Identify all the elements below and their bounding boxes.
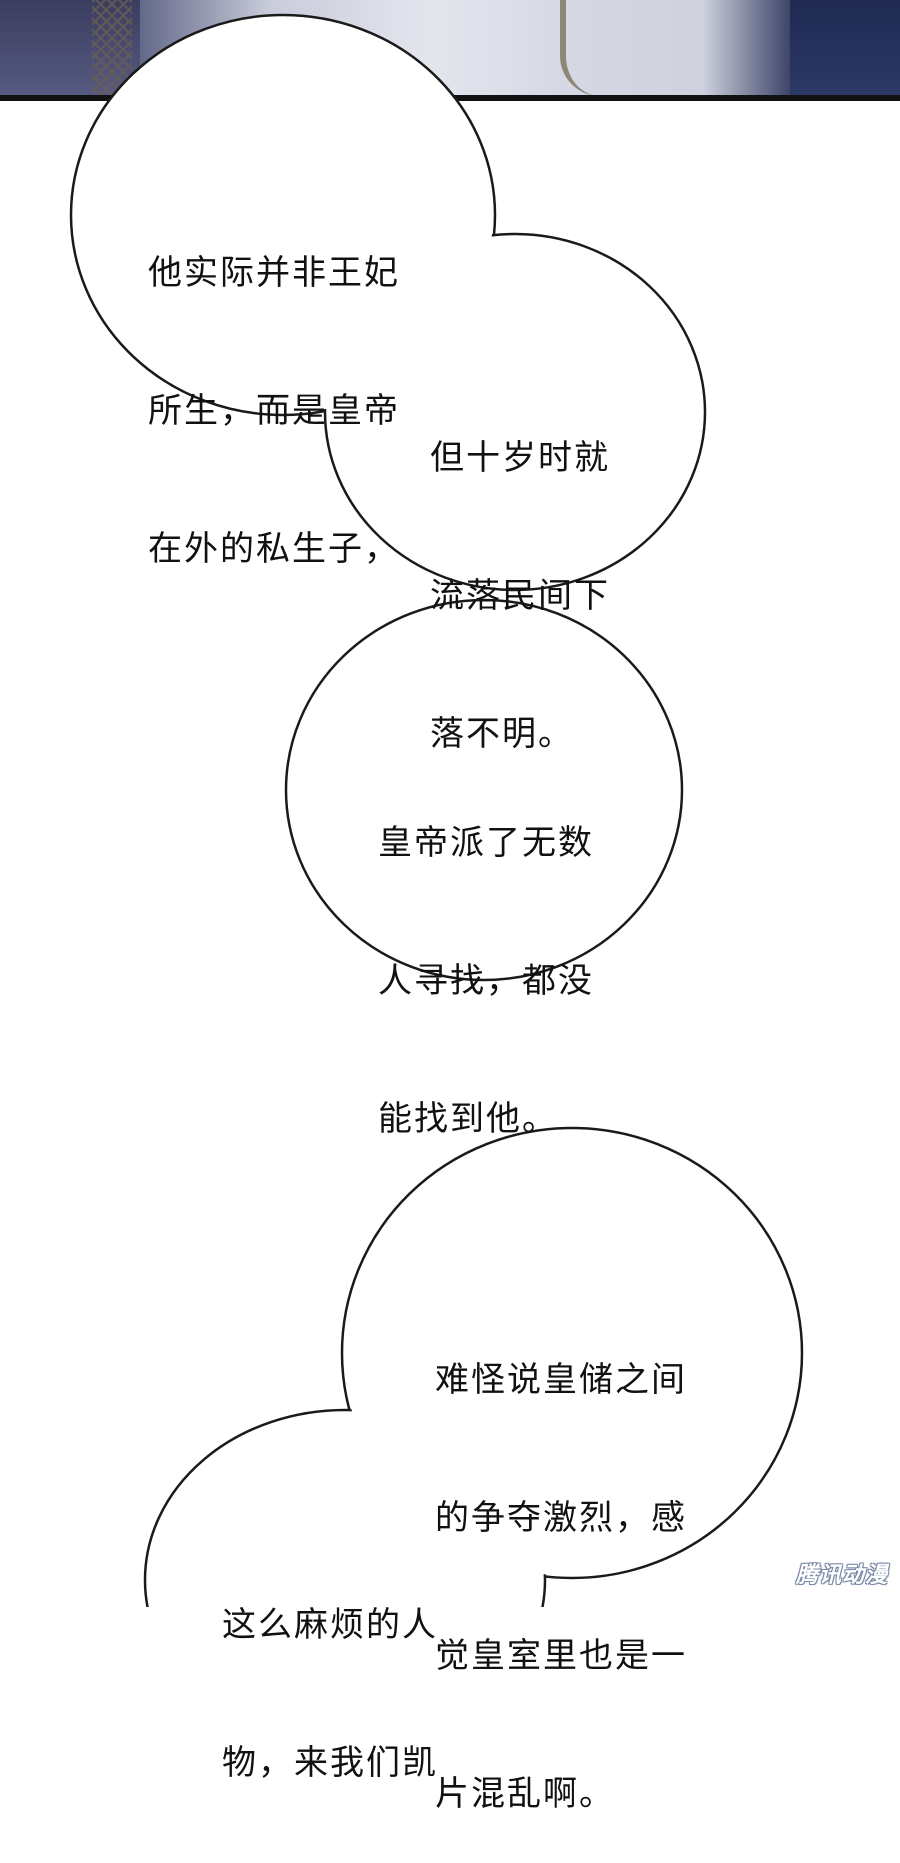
bubble-1-line-2: 所生，而是皇帝 [148,391,400,431]
bubble-3-line-3: 能找到他。 [378,1099,558,1139]
bubble-4-line-1: 难怪说皇储之间 [435,1360,687,1400]
bubble-4-text: 难怪说皇储之间 的争夺激烈，感 觉皇室里也是一 片混乱啊。 [435,1265,687,1863]
bubble-1-line-3: 在外的私生子， [148,529,400,569]
bubble-3-text: 皇帝派了无数 人寻找，都没 能找到他。 [378,728,594,1188]
bubble-5-line-2: 物，来我们凯 [222,1743,438,1783]
hair-curl-art [560,0,606,96]
bubble-1-text: 他实际并非王妃 所生，而是皇帝 在外的私生子， [148,158,400,618]
bubble-4-line-4: 片混乱啊。 [435,1774,615,1814]
bubble-4-line-3: 觉皇室里也是一 [435,1636,687,1676]
bubble-5-text: 这么麻烦的人 物，来我们凯 [222,1510,438,1832]
bubble-2-line-3: 落不明。 [430,714,574,754]
bubble-1-line-1: 他实际并非王妃 [148,253,400,293]
watermark-logo: 腾讯动漫 [795,1563,888,1588]
speech-bubble-3 [284,598,684,982]
bubble-2-line-1: 但十岁时就 [430,438,610,478]
speech-bubbles-layer [69,13,804,1607]
bubble-2-text: 但十岁时就 流落民间下 落不明。 [430,343,610,803]
bubble-5-line-1: 这么麻烦的人 [222,1605,438,1645]
bubble-3-line-2: 人寻找，都没 [378,961,594,1001]
bubble-2-line-2: 流落民间下 [430,576,610,616]
bubble-3-line-1: 皇帝派了无数 [378,823,594,863]
bubble-4-line-2: 的争夺激烈，感 [435,1498,687,1538]
cloak-right-art [790,0,900,101]
